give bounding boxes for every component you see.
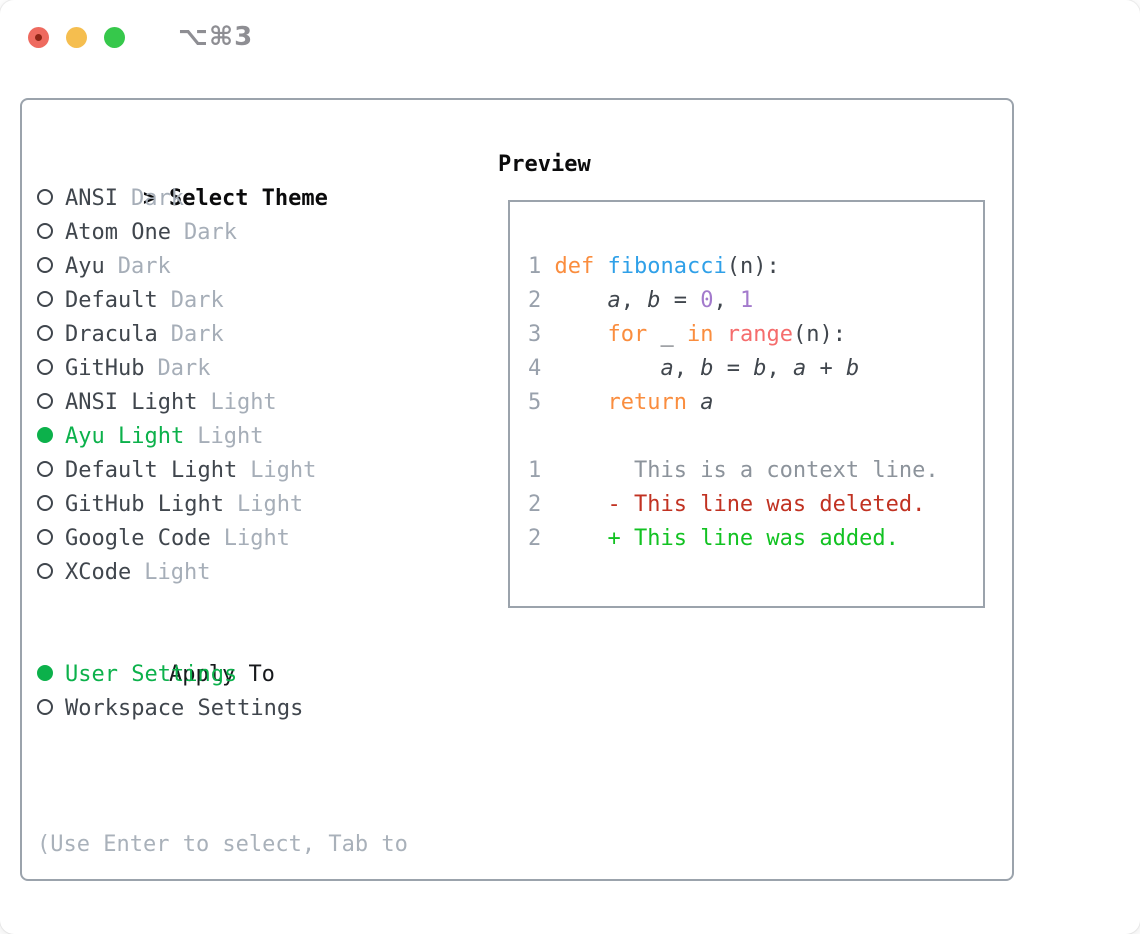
preview-box: 1 def fibonacci(n): 2 a, b = 0, 1 3 for _ … xyxy=(508,200,985,608)
option-label: Ayu Light xyxy=(65,424,185,449)
radio-icon xyxy=(37,359,53,375)
radio-icon xyxy=(37,393,53,409)
minimize-button[interactable] xyxy=(66,26,87,48)
theme-option[interactable]: XCode Light xyxy=(37,556,408,590)
option-label: Google Code xyxy=(65,526,211,551)
theme-variant-tag: Dark xyxy=(170,322,224,347)
theme-variant-tag: Light xyxy=(250,458,317,483)
apply-to-header: Apply To xyxy=(37,624,408,687)
zoom-button[interactable] xyxy=(104,26,125,48)
code-line: 1 def fibonacci(n): xyxy=(528,254,780,279)
option-label: GitHub Light xyxy=(65,492,224,517)
radio-icon xyxy=(37,257,53,273)
titlebar: ⌥⌘3 xyxy=(0,0,1140,74)
radio-icon xyxy=(37,699,53,715)
close-button[interactable] xyxy=(28,26,49,48)
theme-option[interactable]: Ayu Dark xyxy=(37,250,408,284)
theme-variant-tag: Dark xyxy=(130,186,184,211)
window-title: ⌥⌘3 xyxy=(178,22,254,52)
code-line: 2 - This line was deleted. xyxy=(528,492,926,517)
theme-option[interactable]: Default Dark xyxy=(37,284,408,318)
theme-variant-tag: Dark xyxy=(170,288,224,313)
theme-variant-tag: Dark xyxy=(157,356,211,381)
radio-icon xyxy=(37,495,53,511)
theme-option[interactable]: Atom One Dark xyxy=(37,216,408,250)
theme-variant-tag: Dark xyxy=(117,254,171,279)
help-text: (Use Enter to select, Tab to change focu… xyxy=(37,760,408,934)
option-label: ANSI Light xyxy=(65,390,198,415)
radio-icon xyxy=(37,461,53,477)
help-line-2: change focus) xyxy=(37,930,408,934)
option-label: Default Light xyxy=(65,458,238,483)
code-line: 1 This is a context line. xyxy=(528,458,939,483)
theme-option[interactable]: ANSI Dark xyxy=(37,182,408,216)
option-label: XCode xyxy=(65,560,132,585)
spacer xyxy=(37,590,408,624)
option-label: GitHub xyxy=(65,356,145,381)
radio-icon xyxy=(37,291,53,307)
cursor-caret: > xyxy=(142,186,157,211)
code-line: 2 + This line was added. xyxy=(528,526,899,551)
option-label: Atom One xyxy=(65,220,171,245)
theme-option[interactable]: GitHub Light Light xyxy=(37,488,408,522)
option-label: Dracula xyxy=(65,322,158,347)
radio-icon xyxy=(37,189,53,205)
select-theme-header: > Select Theme xyxy=(37,148,408,211)
radio-icon xyxy=(37,529,53,545)
theme-option[interactable]: Dracula Dark xyxy=(37,318,408,352)
option-label: Default xyxy=(65,288,158,313)
preview-heading: Preview xyxy=(498,152,591,177)
apply-to-option[interactable]: User Settings xyxy=(37,658,408,692)
code-line: 2 a, b = 0, 1 xyxy=(528,288,754,313)
option-label: ANSI xyxy=(65,186,118,211)
help-line-1: (Use Enter to select, Tab to xyxy=(37,832,408,857)
radio-icon xyxy=(37,223,53,239)
preview-code: 1 def fibonacci(n): 2 a, b = 0, 1 3 for _ … xyxy=(510,202,983,556)
code-line xyxy=(528,216,983,250)
code-line xyxy=(528,420,983,454)
theme-variant-tag: Light xyxy=(197,424,264,449)
code-line: 5 return a xyxy=(528,390,714,415)
theme-variant-tag: Light xyxy=(236,492,304,517)
option-label: User Settings xyxy=(65,662,238,687)
theme-option[interactable]: GitHub Dark xyxy=(37,352,408,386)
theme-option[interactable]: Google Code Light xyxy=(37,522,408,556)
theme-option[interactable]: Default Light Light xyxy=(37,454,408,488)
theme-option[interactable]: ANSI Light Light xyxy=(37,386,408,420)
apply-to-label: Apply To xyxy=(168,662,275,687)
theme-option[interactable]: Ayu Light Light xyxy=(37,420,408,454)
radio-icon xyxy=(37,325,53,341)
radio-icon xyxy=(37,563,53,579)
option-label: Ayu xyxy=(65,254,105,279)
theme-variant-tag: Dark xyxy=(183,220,237,245)
spacer xyxy=(37,726,408,760)
theme-variant-tag: Light xyxy=(144,560,211,585)
theme-variant-tag: Light xyxy=(210,390,277,415)
radio-selected-icon xyxy=(37,427,53,443)
select-theme-label: Select Theme xyxy=(168,186,328,211)
code-line: 4 a, b = b, a + b xyxy=(528,356,860,381)
code-line: 3 for _ in range(n): xyxy=(528,322,846,347)
radio-selected-icon xyxy=(37,665,53,681)
unsaved-changes-dot-icon xyxy=(35,33,42,41)
theme-variant-tag: Light xyxy=(223,526,290,551)
option-label: Workspace Settings xyxy=(65,696,304,721)
apply-to-option[interactable]: Workspace Settings xyxy=(37,692,408,726)
